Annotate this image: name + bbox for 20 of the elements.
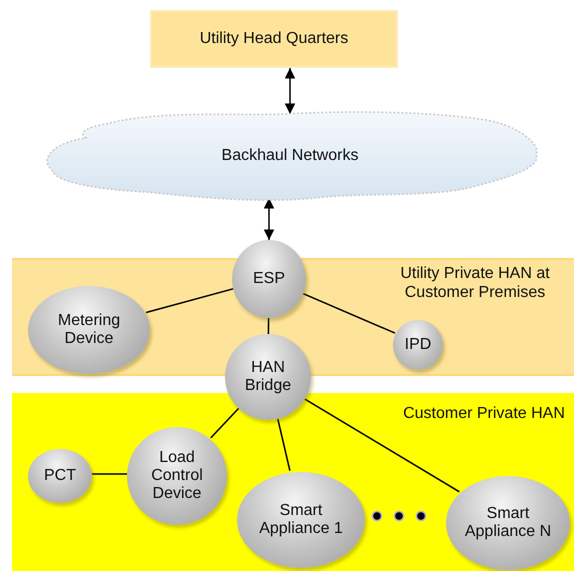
connector-line [277,418,291,471]
device-circle: Load Control Device [127,427,227,525]
connector-line [92,473,127,475]
double-arrow [284,68,296,114]
double-arrow [264,198,274,240]
device-circle: IPD [393,320,443,370]
connector-line [210,408,240,438]
connector-line [304,398,460,492]
connector-line [146,288,234,314]
zone-heading: Customer Private HAN [402,404,566,423]
zone-heading: Utility Private HAN at Customer Premises [399,264,551,302]
zone-band [12,393,574,571]
headquarters-box: Utility Head Quarters [150,10,398,68]
device-circle: Smart Appliance 1 [237,472,365,568]
device-circle: Metering Device [28,286,150,374]
connector-line [268,318,270,334]
device-circle: Smart Appliance N [446,476,570,570]
connector-line [303,293,396,334]
device-circle: PCT [28,449,92,503]
zone-band [12,258,574,376]
